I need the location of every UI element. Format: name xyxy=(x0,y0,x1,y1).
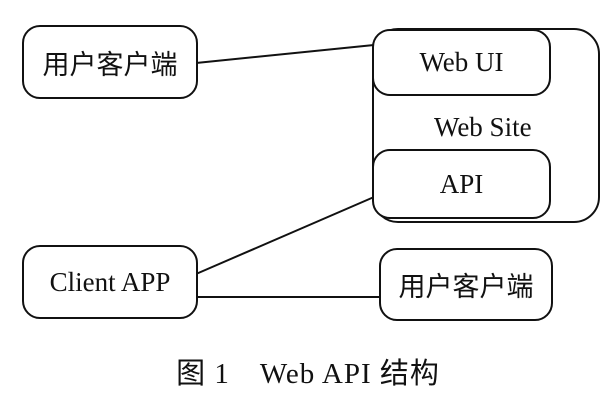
user-client-top-label: 用户客户端 xyxy=(42,49,178,80)
client-app-node: Client APP xyxy=(22,245,198,319)
user-client-bottom-node: 用户客户端 xyxy=(379,248,553,321)
edge-client-app-to-api xyxy=(195,196,375,275)
web-site-label: Web Site xyxy=(434,112,532,142)
web-ui-label: Web UI xyxy=(419,47,504,77)
user-client-top-node: 用户客户端 xyxy=(22,25,198,99)
user-client-bottom-label: 用户客户端 xyxy=(398,272,534,302)
api-label: API xyxy=(439,168,484,199)
client-app-label: Client APP xyxy=(49,266,171,297)
edge-user-client-to-web-ui xyxy=(195,44,375,64)
figure-caption: 图 1 Web API 结构 xyxy=(176,358,440,390)
api-node: API xyxy=(372,149,551,219)
web-ui-node: Web UI xyxy=(372,29,551,96)
